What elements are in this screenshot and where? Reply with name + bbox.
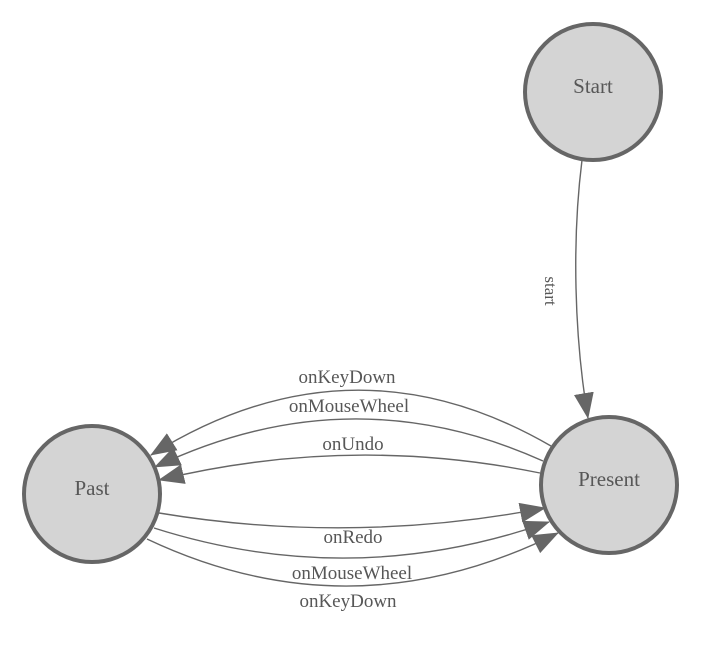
state-node-past[interactable]: Past [22, 424, 162, 564]
edge-present-to-past-onundo[interactable] [158, 454, 541, 484]
edge-past-to-present-onmousewheel[interactable] [153, 520, 550, 559]
edge-start-to-present[interactable] [573, 159, 594, 419]
edge-past-to-present-onredo[interactable] [158, 502, 546, 529]
state-node-past-label: Past [74, 475, 110, 500]
state-node-present[interactable]: Present [539, 415, 679, 555]
state-node-start-label: Start [573, 73, 613, 98]
state-node-start[interactable]: Start [523, 22, 663, 162]
edge-present-to-past-onmousewheel[interactable] [154, 418, 544, 468]
edge-present-to-past-onkeydown[interactable] [150, 389, 552, 456]
edge-past-to-present-onkeydown[interactable] [146, 532, 559, 587]
state-node-present-label: Present [578, 466, 640, 491]
